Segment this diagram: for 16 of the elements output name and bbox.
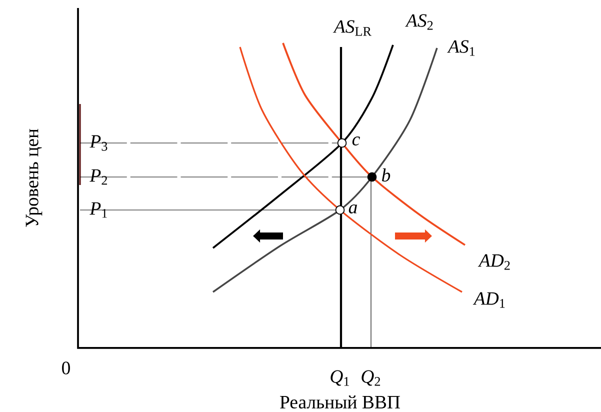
tick-label: Q$_{1}$ bbox=[330, 370, 349, 386]
tick-label: P$_{3}$ bbox=[90, 135, 108, 151]
point-label: b bbox=[382, 168, 390, 182]
tick-label: P$_{2}$ bbox=[90, 169, 107, 185]
axis-title: Реальный ВВП bbox=[280, 396, 400, 408]
axis-title: Уровень цен bbox=[26, 128, 42, 227]
point-label: a bbox=[348, 204, 357, 214]
tick-label: 0 bbox=[62, 362, 70, 374]
tick-label: P$_{1}$ bbox=[90, 202, 107, 218]
curve-label: AS$_{2}$ bbox=[404, 14, 433, 30]
curve-label: AD$_{2}$ bbox=[478, 254, 510, 270]
point-label: c bbox=[352, 136, 360, 146]
curve-label: AS$_{1}$ bbox=[446, 40, 475, 56]
tick-label: Q$_{2}$ bbox=[362, 370, 380, 386]
curve-label: AD$_{1}$ bbox=[472, 292, 505, 308]
curve-label: AS$_{LR}$ bbox=[332, 20, 372, 36]
